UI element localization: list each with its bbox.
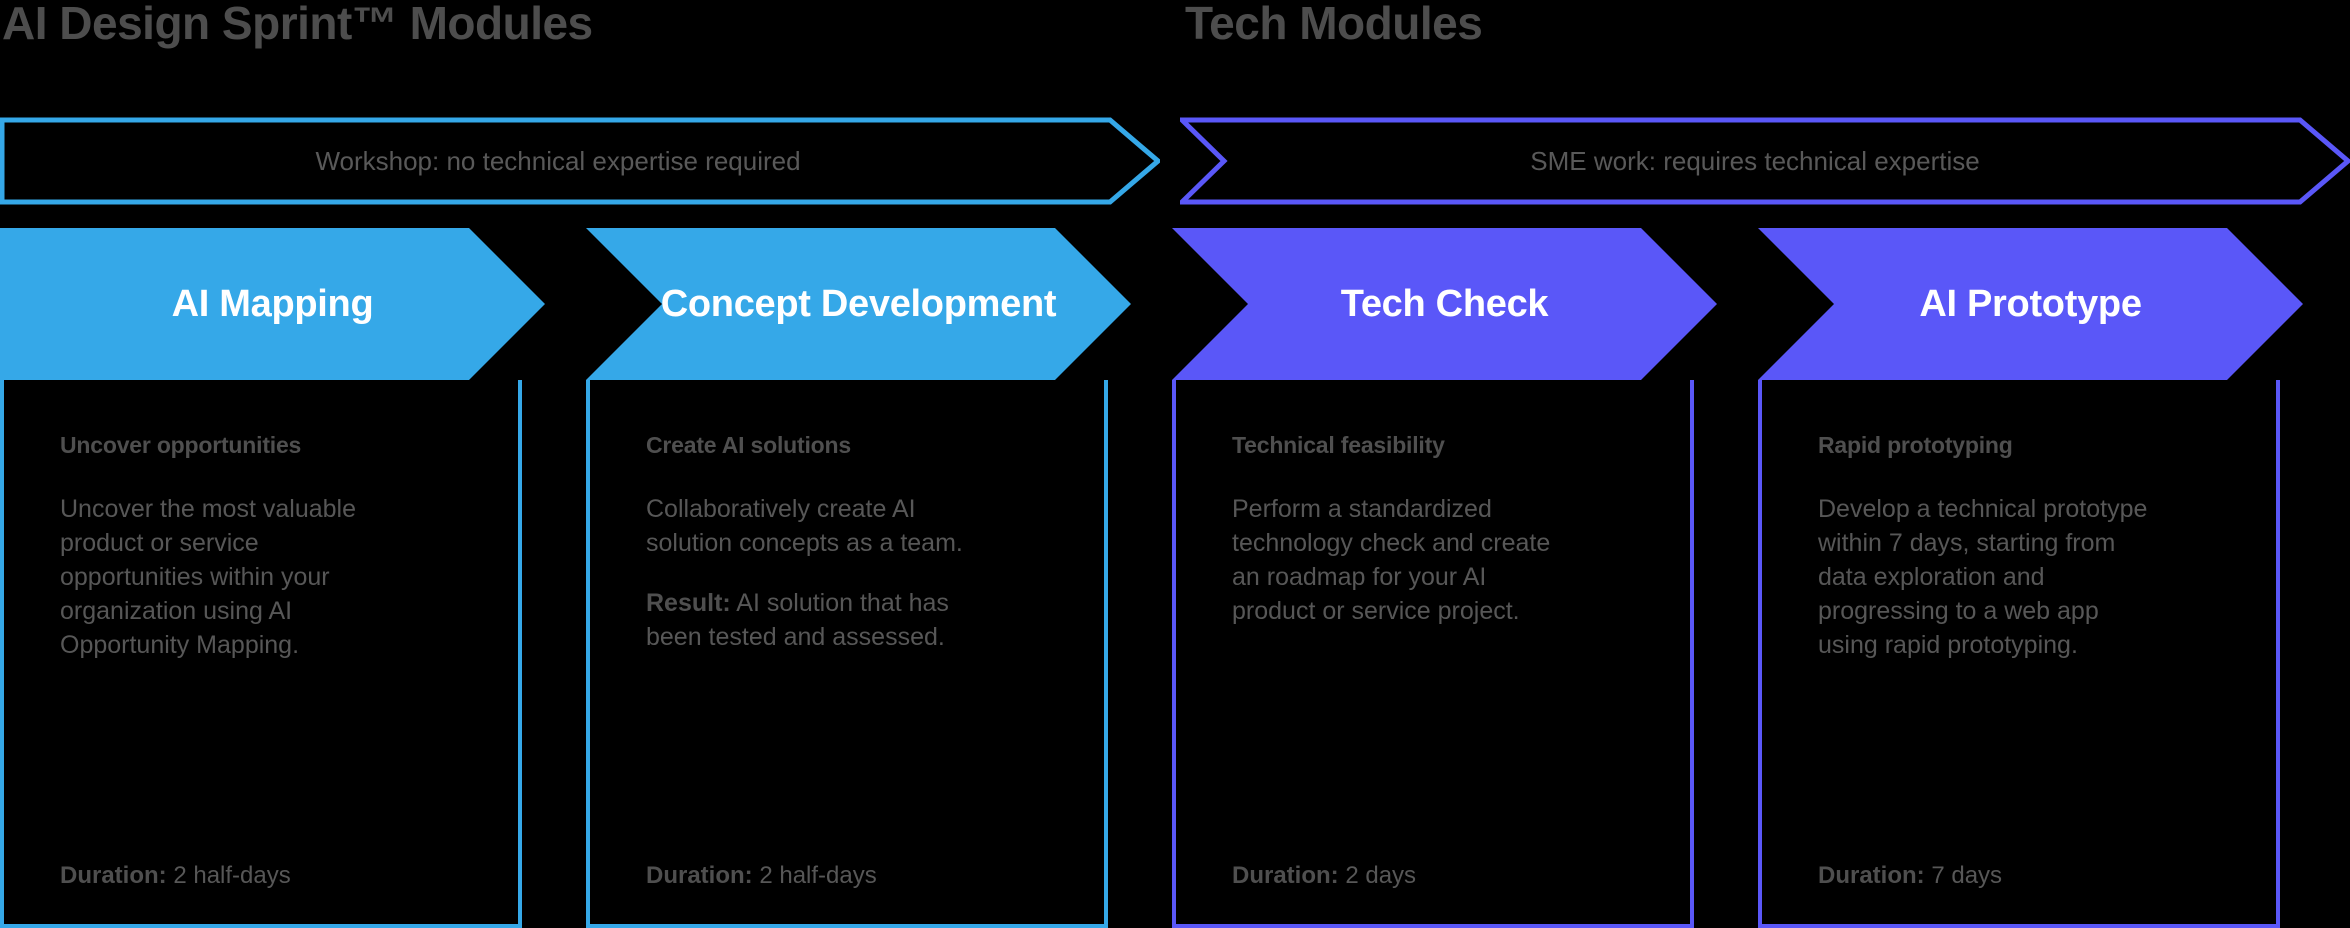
module-header-chevron: Tech Check xyxy=(1172,228,1717,380)
module-lead: Rapid prototyping xyxy=(1818,432,2013,458)
module-paragraph: Perform a standardized technology check … xyxy=(1232,495,1551,625)
module-duration-value: 2 half-days xyxy=(173,862,291,889)
module-body: Uncover opportunities Uncover the most v… xyxy=(0,380,522,928)
module-card-ai-prototype[interactable]: AI Prototype Rapid prototyping Develop a… xyxy=(1758,228,2303,928)
module-paragraph: Develop a technical prototype within 7 d… xyxy=(1818,495,2148,659)
chevron-shape-icon xyxy=(586,228,1131,380)
module-body: Create AI solutions Collaboratively crea… xyxy=(586,380,1108,928)
module-lead: Technical feasibility xyxy=(1232,432,1445,458)
module-card-concept-development[interactable]: Concept Development Create AI solutions … xyxy=(586,228,1131,928)
module-duration: Duration: 2 days xyxy=(1232,862,1416,890)
module-body: Rapid prototyping Develop a technical pr… xyxy=(1758,380,2280,928)
module-header-chevron: Concept Development xyxy=(586,228,1131,380)
module-title: AI Mapping xyxy=(171,282,374,325)
section-title-tech-modules: Tech Modules xyxy=(1185,0,1483,49)
module-result-text: AI solution that has been tested and ass… xyxy=(646,589,949,651)
module-title: Tech Check xyxy=(1340,282,1549,325)
section-title-ai-design-sprint: AI Design Sprint™ Modules xyxy=(2,0,593,49)
banner-workshop: Workshop: no technical expertise require… xyxy=(0,117,1160,205)
module-duration-label: Duration: xyxy=(60,862,167,889)
module-result-paragraph: Result: AI solution that has been tested… xyxy=(646,586,976,654)
module-duration-value: 2 half-days xyxy=(759,862,877,889)
module-title: AI Prototype xyxy=(1919,282,2142,325)
banner-workshop-label: Workshop: no technical expertise require… xyxy=(315,145,801,176)
module-title: Concept Development xyxy=(660,282,1057,325)
module-paragraph: Collaboratively create AI solution conce… xyxy=(646,495,963,557)
chevron-shape-icon xyxy=(1758,228,2303,380)
module-duration-label: Duration: xyxy=(1232,862,1339,889)
module-duration-label: Duration: xyxy=(646,862,753,889)
module-card-ai-mapping[interactable]: AI Mapping Uncover opportunities Uncover… xyxy=(0,228,545,928)
module-body: Technical feasibility Perform a standard… xyxy=(1172,380,1694,928)
module-lead: Uncover opportunities xyxy=(60,432,302,458)
module-lead: Create AI solutions xyxy=(646,432,851,458)
module-duration-value: 7 days xyxy=(1931,862,2003,889)
module-paragraph: Uncover the most valuable product or ser… xyxy=(60,495,356,659)
chevron-shape-icon xyxy=(1172,228,1717,380)
banner-sme: SME work: requires technical expertise xyxy=(1180,117,2350,205)
module-header-chevron: AI Prototype xyxy=(1758,228,2303,380)
banner-arrow-outline-cyan xyxy=(0,117,1160,205)
chevron-shape-icon xyxy=(0,228,545,380)
module-duration: Duration: 2 half-days xyxy=(60,862,291,890)
module-header-chevron: AI Mapping xyxy=(0,228,545,380)
module-duration-value: 2 days xyxy=(1345,862,1417,889)
banner-arrow-outline-purple xyxy=(1180,117,2350,205)
module-result-label: Result: xyxy=(646,589,731,617)
module-card-tech-check[interactable]: Tech Check Technical feasibility Perform… xyxy=(1172,228,1717,928)
module-duration: Duration: 7 days xyxy=(1818,862,2002,890)
module-duration: Duration: 2 half-days xyxy=(646,862,877,890)
module-duration-label: Duration: xyxy=(1818,862,1925,889)
banner-sme-label: SME work: requires technical expertise xyxy=(1530,145,1980,176)
